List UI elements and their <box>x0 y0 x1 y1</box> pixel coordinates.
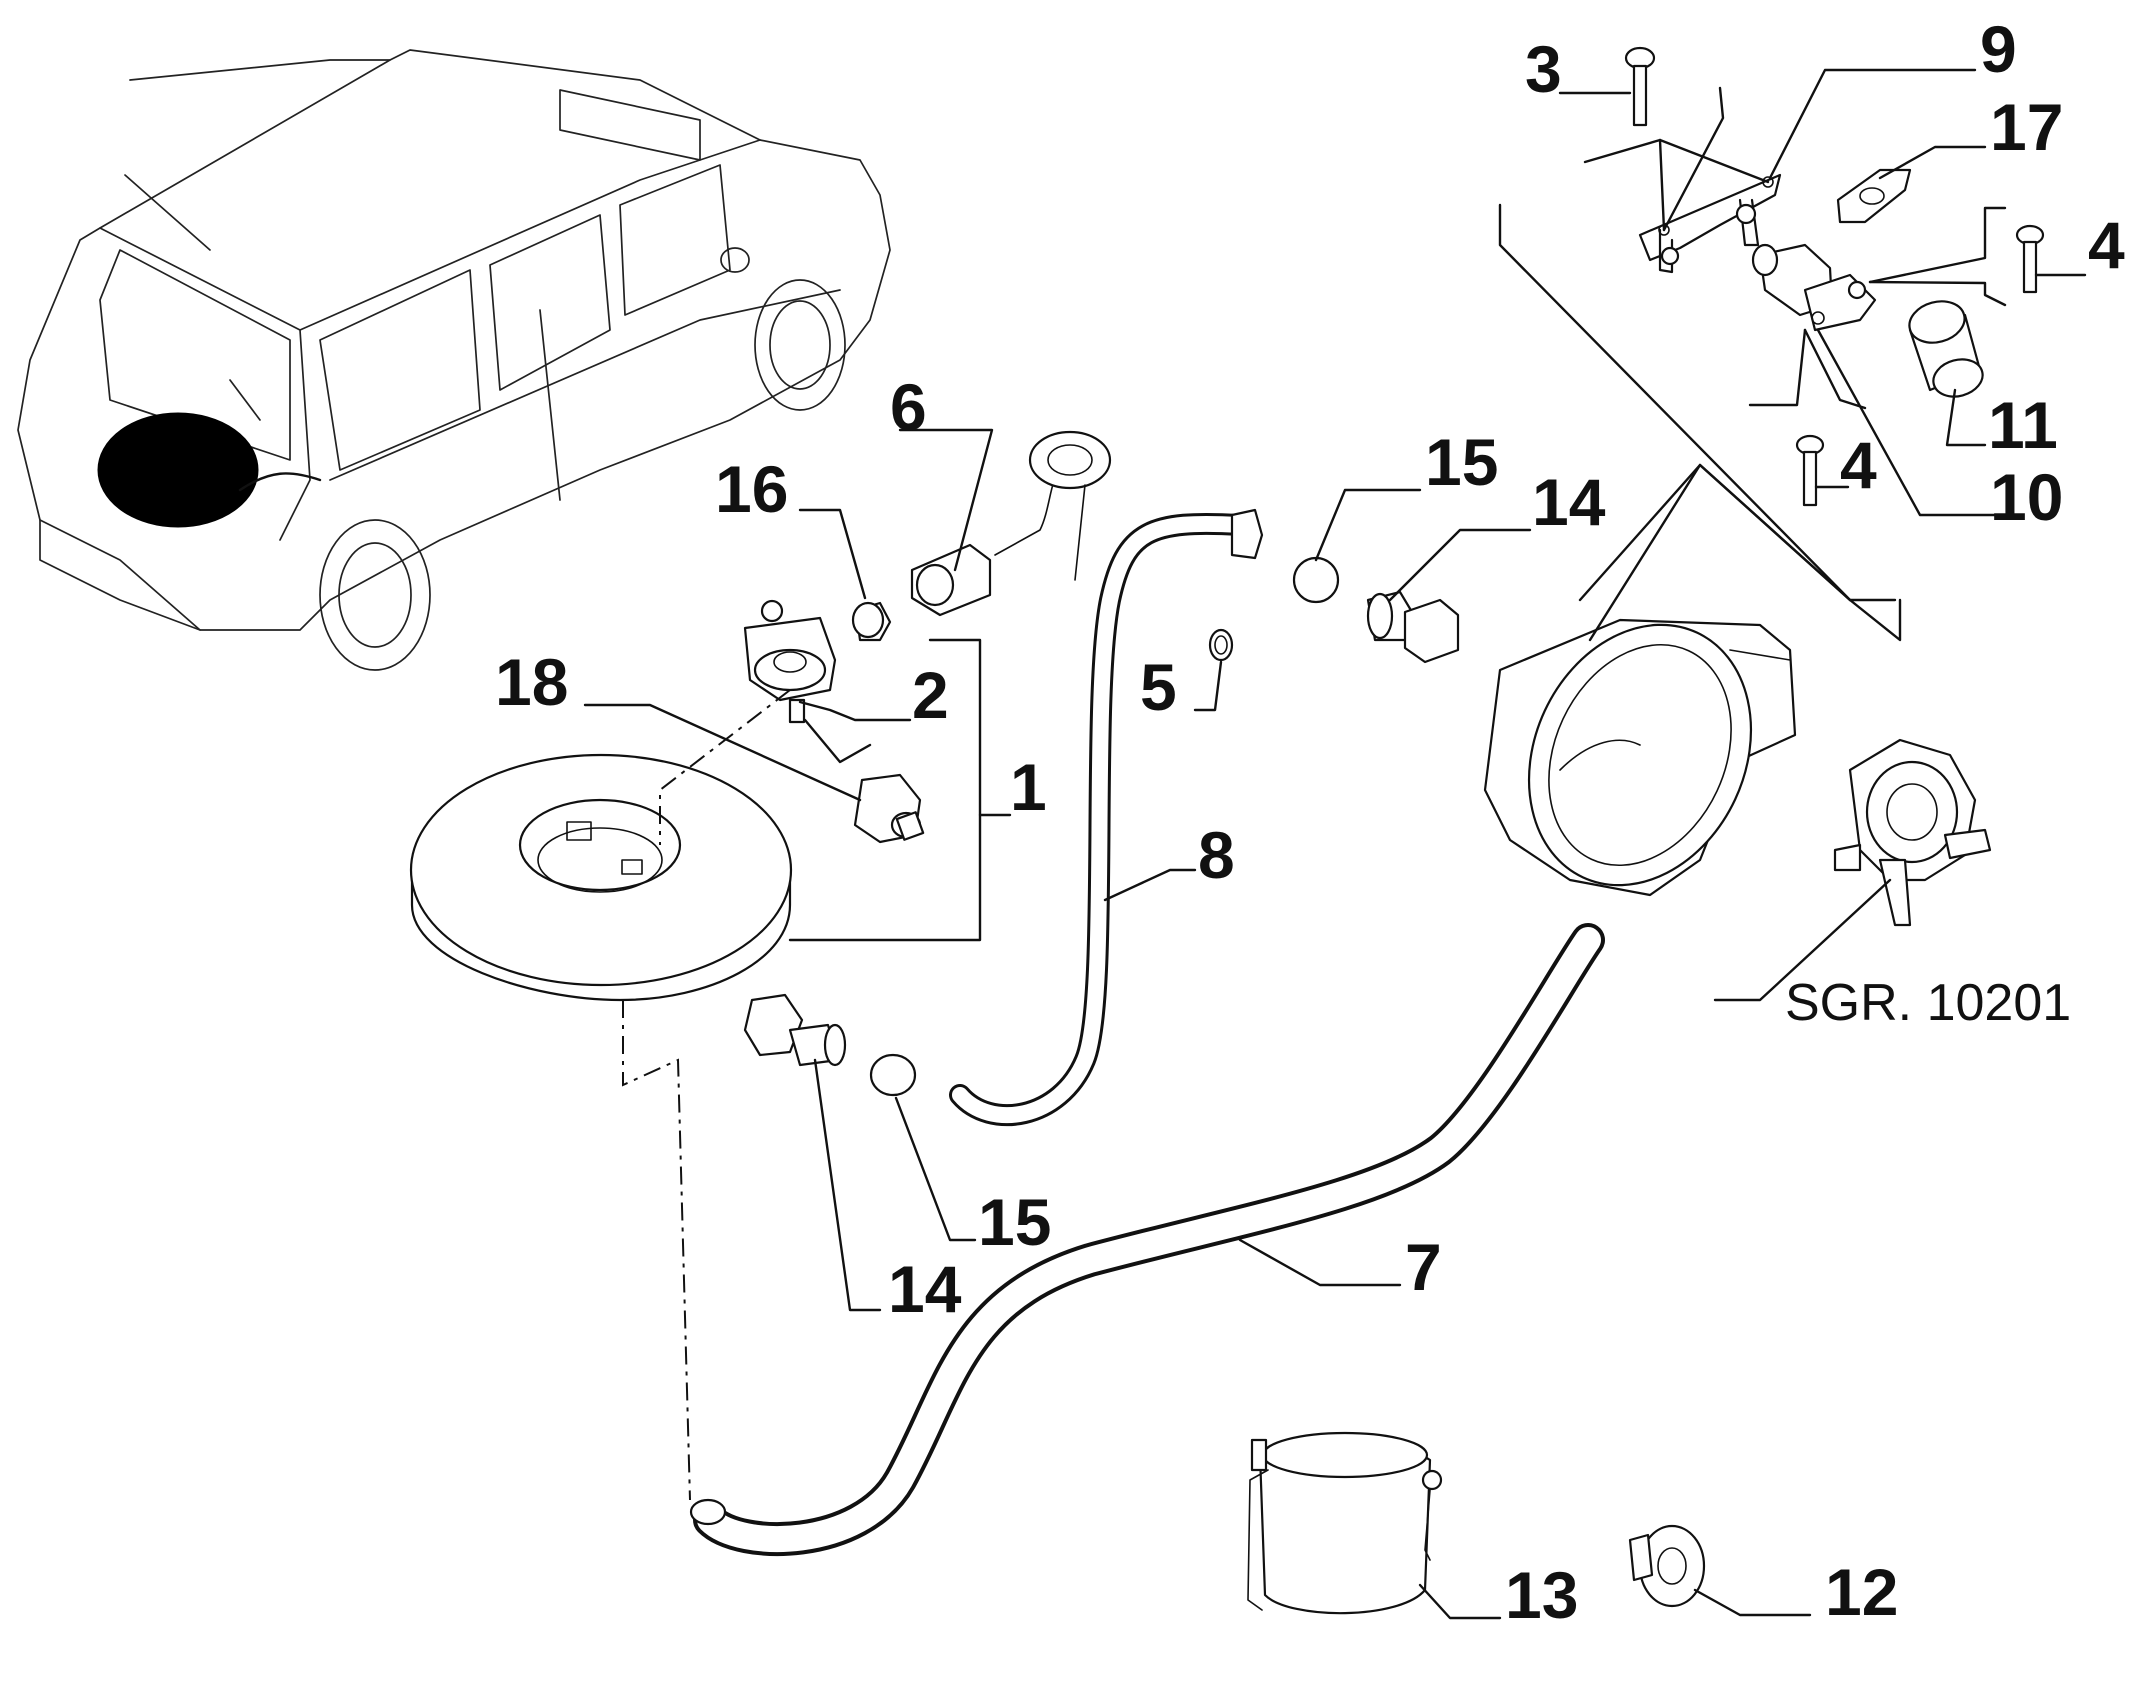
callout-17: 17 <box>1990 90 2063 164</box>
callout-12: 12 <box>1825 1555 1898 1629</box>
part-6-connector <box>910 430 1112 617</box>
callout-15b: 15 <box>978 1185 1051 1259</box>
reference-code: SGR. 10201 <box>1785 974 2071 1032</box>
part-13-bag <box>1247 1431 1443 1615</box>
callout-16: 16 <box>715 452 788 526</box>
part-4-screw-lower <box>1795 434 1825 507</box>
tank-location-marker <box>97 412 259 528</box>
part-8-pipe <box>949 508 1264 1127</box>
part-11-cap <box>1908 300 1984 398</box>
part-15-seal-upper <box>1292 556 1340 604</box>
callout-8: 8 <box>1198 818 1235 892</box>
filler-valve-assembly <box>1833 738 1992 927</box>
callout-5: 5 <box>1140 650 1177 724</box>
callout-11: 11 <box>1988 388 2058 462</box>
callout-1: 1 <box>1010 750 1047 824</box>
part-12-cap <box>1628 1524 1706 1608</box>
callout-4b: 4 <box>1840 428 1877 502</box>
callout-14a: 14 <box>1532 465 1606 539</box>
part-9-bracket <box>1638 173 1782 274</box>
callout-15a: 15 <box>1425 425 1498 499</box>
leader-lines <box>583 68 2087 1620</box>
callout-6: 6 <box>890 370 927 444</box>
callout-7: 7 <box>1405 1230 1442 1304</box>
vehicle-illustration <box>17 49 891 671</box>
multivalve <box>743 599 837 724</box>
callout-labels: 1 2 3 4 4 5 6 7 8 9 10 11 12 13 14 14 15… <box>495 12 2125 1632</box>
part-3-screw <box>1624 46 1656 127</box>
lpg-tank <box>409 753 793 1002</box>
part-14-fitting-upper <box>1366 590 1460 664</box>
callout-13: 13 <box>1505 1558 1578 1632</box>
filler-housing <box>1483 618 1797 897</box>
callout-4a: 4 <box>2088 208 2125 282</box>
part-4-screw-right <box>2015 224 2045 294</box>
part-15-seal-lower <box>869 1053 917 1097</box>
part-17-gasket <box>1836 168 1912 224</box>
part-14-fitting-lower <box>743 993 847 1067</box>
callout-10: 10 <box>1990 460 2063 534</box>
callout-3: 3 <box>1525 32 1562 106</box>
part-5-oring <box>1208 628 1234 662</box>
part-16-cap <box>851 601 892 642</box>
callout-18: 18 <box>495 645 568 719</box>
callout-9: 9 <box>1980 12 2017 86</box>
part-10-valve <box>1751 243 1877 332</box>
callout-2: 2 <box>912 658 949 732</box>
part-18-valve <box>853 773 925 844</box>
part-7-hose <box>689 923 1605 1556</box>
callout-14b: 14 <box>888 1252 962 1326</box>
